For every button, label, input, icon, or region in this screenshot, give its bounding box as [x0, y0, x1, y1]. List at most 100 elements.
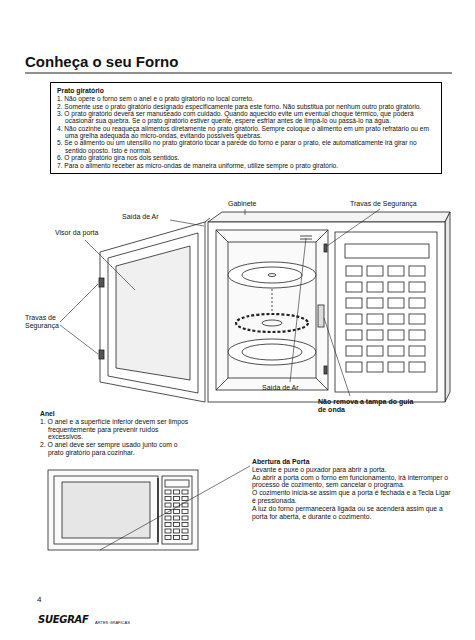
- key-button: [367, 346, 383, 356]
- part-label: Visor da porta: [55, 229, 98, 237]
- paragraph: 1. O anel e a superfície inferior devem …: [40, 418, 190, 441]
- key-button: [388, 266, 404, 276]
- brand-tagline: ARTES GRÁFICAS: [95, 620, 130, 625]
- key-button: [367, 362, 383, 372]
- paragraph: O cozimento inicia-se assim que a porta …: [252, 489, 452, 505]
- key-button: [409, 298, 425, 308]
- part-label: Travas de Segurança: [350, 200, 417, 208]
- list-item: 2. Somente use o prato giratório designa…: [57, 103, 435, 110]
- key-button: [174, 516, 180, 520]
- door-latch: [99, 278, 104, 287]
- part-label: Saída de Ar: [262, 384, 299, 392]
- section-heading: Abertura da Porta: [252, 458, 452, 466]
- key-button: [165, 516, 171, 520]
- key-button: [165, 536, 171, 540]
- key-button: [346, 362, 362, 372]
- key-button: [165, 529, 171, 533]
- part-label: Gabinete: [228, 200, 256, 208]
- paragraph: 2. O anel deve ser sempre usado junto co…: [40, 441, 190, 457]
- section-heading: Anel: [40, 410, 190, 418]
- part-label: Travas de Segurança: [25, 314, 67, 330]
- warning-label: Não remova a tampa do guia de onda: [318, 398, 414, 414]
- key-button: [409, 282, 425, 292]
- small-oven-front: [48, 470, 198, 550]
- box-heading: Prato giratório: [57, 87, 435, 95]
- key-button: [174, 510, 180, 514]
- key-button: [165, 503, 171, 507]
- waveguide-cover: [318, 305, 324, 327]
- key-button: [409, 314, 425, 324]
- key-button: [165, 497, 171, 501]
- part-label: Saída de Ar: [262, 384, 299, 392]
- key-button: [182, 510, 188, 514]
- key-button: [367, 266, 383, 276]
- ring-notes: Anel1. O anel e a superfície inferior de…: [40, 410, 190, 457]
- brand-logo: SUEGRAF: [38, 614, 89, 625]
- key-button: [174, 497, 180, 501]
- door-window: [116, 246, 190, 380]
- key-button: [182, 516, 188, 520]
- part-label: Travas de Segurança: [25, 314, 67, 330]
- key-button: [174, 536, 180, 540]
- brand-logo: SUEGRAF: [38, 614, 89, 625]
- leader-line: [100, 466, 250, 550]
- key-button: [388, 298, 404, 308]
- cabinet-top: [208, 212, 450, 222]
- key-button: [174, 490, 180, 494]
- page-number: 4: [37, 595, 41, 604]
- key-button: [182, 523, 188, 527]
- list-item: 4. Não cozinhe ou reaqueça alimentos dir…: [57, 125, 435, 140]
- list-item: 1. Não opere o forno sem o anel e o prat…: [57, 95, 435, 102]
- brand-tagline: ARTES GRÁFICAS: [95, 620, 130, 625]
- key-button: [409, 266, 425, 276]
- key-button: [409, 330, 425, 340]
- safety-latch-hole: [324, 366, 327, 374]
- paragraph: Levante e puxe o puxador para abrir a po…: [252, 466, 452, 474]
- key-button: [182, 536, 188, 540]
- list-item: 6. O prato giratório gira nos dois senti…: [57, 154, 435, 161]
- key-button: [174, 523, 180, 527]
- part-label: Gabinete: [228, 200, 256, 208]
- key-button: [367, 330, 383, 340]
- door-notes: Abertura da PortaLevante e puxe o puxado…: [252, 458, 452, 521]
- key-button: [367, 314, 383, 324]
- cabinet-side: [445, 212, 450, 402]
- cavity-floor-plate: [228, 339, 316, 365]
- info-box: Prato giratório1. Não opere o forno sem …: [50, 82, 442, 174]
- key-button: [346, 298, 362, 308]
- page-title: Conheça o seu Forno: [25, 53, 178, 70]
- key-button: [388, 362, 404, 372]
- key-button: [346, 330, 362, 340]
- door-latch: [99, 350, 104, 359]
- key-button: [174, 503, 180, 507]
- leader-lines: [60, 209, 380, 396]
- list-item: 7. Para o alimento receber as micro-onda…: [57, 162, 435, 169]
- key-button: [367, 282, 383, 292]
- key-button: [165, 523, 171, 527]
- title-rule: [25, 73, 452, 74]
- key-button: [182, 529, 188, 533]
- safety-latch-hole: [324, 244, 327, 252]
- list-item: 3. O prato giratório deverá ser manusead…: [57, 110, 435, 125]
- part-label: Visor da porta: [55, 229, 98, 237]
- paragraph: A luz do forno permanecerá ligada ou se …: [252, 505, 452, 521]
- page-number: 4: [37, 595, 41, 604]
- key-button: [174, 529, 180, 533]
- oven-cavity: [216, 230, 328, 390]
- display: [345, 244, 429, 258]
- key-button: [388, 346, 404, 356]
- key-button: [388, 314, 404, 324]
- key-button: [409, 362, 425, 372]
- key-button: [346, 346, 362, 356]
- key-button: [182, 497, 188, 501]
- cavity-back: [228, 242, 316, 378]
- key-button: [388, 330, 404, 340]
- list-item: 5. Se o alimento ou um utensílio no prat…: [57, 139, 435, 154]
- key-button: [165, 490, 171, 494]
- key-button: [367, 298, 383, 308]
- control-panel: [335, 232, 437, 392]
- part-label: Saída de Ar: [122, 213, 159, 221]
- key-button: [346, 266, 362, 276]
- key-button: [409, 346, 425, 356]
- paragraph: Ao abrir a porta com o forno em funciona…: [252, 474, 452, 490]
